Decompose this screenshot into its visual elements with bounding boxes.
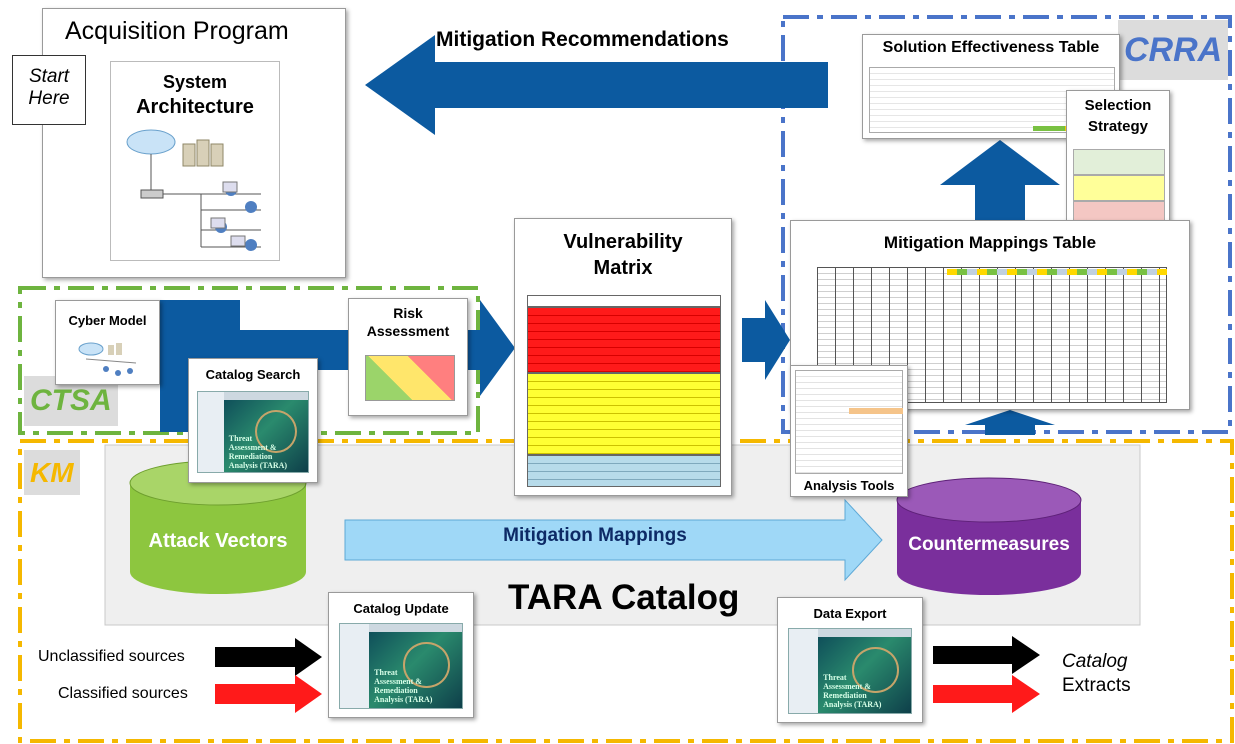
up-arrow-mappings — [965, 410, 1055, 435]
vulnerability-matrix-blue-rows — [527, 455, 721, 487]
analysis-tools-box: Analysis Tools — [790, 365, 908, 497]
selection-strategy-line2: Strategy — [1087, 118, 1149, 135]
start-here-box: Start Here — [12, 55, 86, 125]
vulnerability-matrix-red-rows — [527, 307, 721, 373]
vulnerability-matrix-title-line1: Vulnerability — [563, 231, 683, 253]
unclassified-arrow — [215, 638, 322, 676]
cyber-model-box: Cyber Model — [55, 300, 160, 385]
catalog-extracts-label: Catalog Extracts — [1062, 650, 1131, 698]
tara-catalog-label: TARA Catalog — [508, 578, 740, 617]
mitigation-mappings-label: Mitigation Mappings — [503, 525, 687, 546]
extract-red-arrow — [933, 675, 1040, 713]
mitigation-mappings-arrow — [344, 498, 883, 582]
system-architecture-box: System Architecture — [110, 61, 280, 261]
mitigation-mappings-header-colors — [947, 269, 1167, 275]
acquisition-program-box: Acquisition Program System Architecture — [42, 8, 346, 278]
extract-black-arrow — [933, 636, 1040, 674]
solution-effectiveness-title: Solution Effectiveness Table — [882, 39, 1100, 56]
km-tag: KM — [24, 450, 80, 495]
mitigation-recommendations-label: Mitigation Recommendations — [436, 28, 729, 51]
selection-green — [1073, 149, 1165, 175]
solution-effectiveness-box: Solution Effectiveness Table — [862, 34, 1120, 139]
analysis-tools-header — [849, 408, 903, 414]
cyber-model-label: Cyber Model — [68, 313, 147, 328]
system-architecture-label-line1: System — [162, 72, 228, 92]
classified-sources-label: Classified sources — [58, 685, 188, 702]
classified-arrow — [215, 675, 322, 713]
unclassified-sources-label: Unclassified sources — [38, 648, 185, 665]
network-diagram-icon — [126, 129, 261, 251]
catalog-search-label: Catalog Search — [205, 367, 301, 382]
vuln-to-mapping-arrow — [742, 300, 790, 380]
acquisition-program-title: Acquisition Program — [65, 17, 289, 45]
mitigation-recommendations-arrow — [365, 35, 828, 135]
analysis-tools-label: Analysis Tools — [803, 478, 895, 493]
analysis-tools-thumbnail — [795, 370, 903, 474]
start-here-line2: Here — [28, 88, 70, 109]
countermeasures-db — [896, 477, 1082, 595]
risk-assessment-box: Risk Assessment — [348, 298, 468, 416]
mitigation-mappings-table-title: Mitigation Mappings Table — [883, 233, 1097, 252]
crra-tag: CRRA — [1118, 20, 1229, 80]
cyber-model-icon — [78, 342, 137, 376]
catalog-extracts-line2: Extracts — [1062, 675, 1131, 696]
risk-assessment-line2: Assessment — [366, 323, 450, 339]
km-region — [18, 439, 1234, 743]
selection-yellow — [1073, 175, 1165, 201]
vulnerability-matrix-box: Vulnerability Matrix — [514, 218, 732, 496]
up-arrow-solution — [940, 140, 1060, 220]
selection-strategy-box: Selection Strategy — [1066, 90, 1170, 230]
vulnerability-matrix-title-line2: Matrix — [593, 257, 653, 279]
catalog-update-label: Catalog Update — [353, 601, 449, 616]
countermeasures-label: Countermeasures — [908, 534, 1070, 555]
risk-matrix-thumbnail — [365, 355, 455, 401]
start-here-line1: Start — [28, 66, 70, 87]
system-architecture-label-line2: Architecture — [136, 96, 254, 118]
vulnerability-matrix-yellow-rows — [527, 373, 721, 455]
selection-strategy-line1: Selection — [1084, 97, 1152, 114]
data-export-label: Data Export — [813, 606, 887, 621]
catalog-extracts-line1: Catalog — [1062, 651, 1128, 672]
vulnerability-matrix-header — [527, 295, 721, 307]
risk-assessment-line1: Risk — [393, 305, 423, 321]
attack-vectors-label: Attack Vectors — [148, 530, 288, 552]
